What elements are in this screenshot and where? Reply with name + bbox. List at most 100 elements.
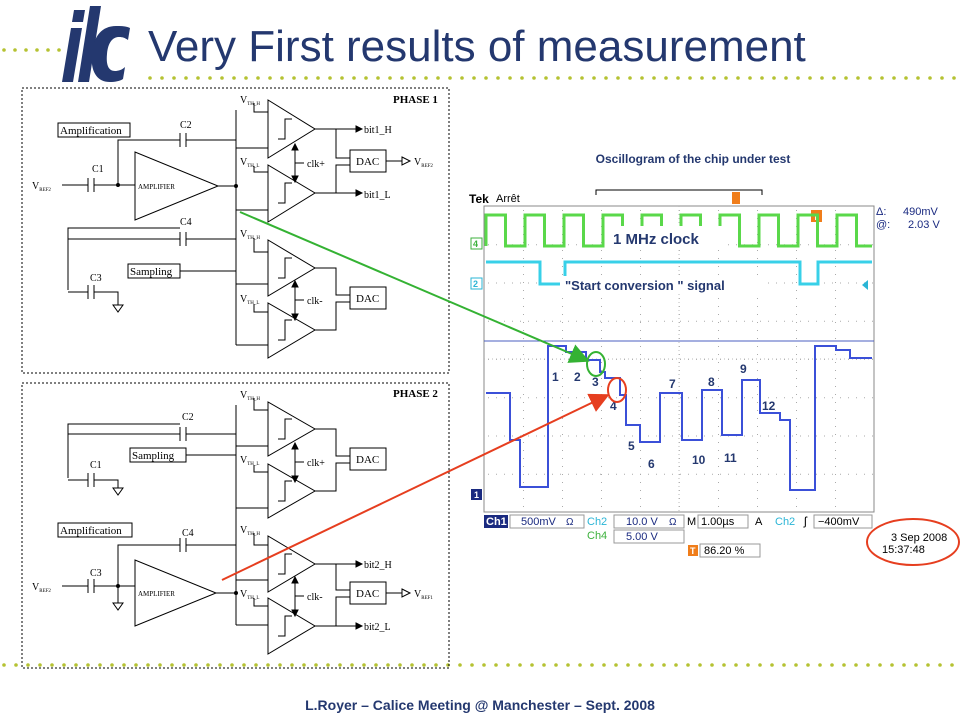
svg-text:DAC: DAC bbox=[356, 293, 379, 305]
trigger-level-readout bbox=[813, 514, 873, 529]
step-label-7: 7 bbox=[669, 377, 676, 391]
scope-date: 3 Sep 2008 bbox=[891, 532, 947, 544]
phase2-red-arrow bbox=[221, 393, 610, 581]
svg-text:Ω: Ω bbox=[669, 517, 677, 528]
phase2-vref-label: VREF2 bbox=[32, 582, 51, 594]
slide-footer: L.Royer – Calice Meeting @ Manchester – … bbox=[305, 697, 655, 713]
ch2-start-conversion-waveform bbox=[486, 260, 872, 286]
green-circle-marker bbox=[586, 351, 606, 377]
svg-text:VTH_L: VTH_L bbox=[240, 455, 259, 467]
phase1-clk-plus: clk+ bbox=[307, 159, 325, 170]
svg-text:Ch1: Ch1 bbox=[486, 516, 507, 528]
phase1-vref-label: VREF2 bbox=[32, 181, 51, 193]
step-label-6: 6 bbox=[648, 457, 655, 471]
ilc-logo bbox=[62, 6, 130, 82]
step-label-9: 9 bbox=[740, 362, 747, 376]
trigger-channel: Ch2 bbox=[775, 516, 795, 528]
phase2-amplification-text: Amplification bbox=[60, 525, 122, 537]
ch2-readout-label: Ch2 bbox=[587, 516, 607, 528]
step-label-12: 12 bbox=[762, 399, 776, 413]
cursor-delta-label: Δ: bbox=[876, 206, 886, 218]
phase1-bit-h: bit1_H bbox=[364, 125, 392, 136]
trigger-position-marker bbox=[732, 192, 740, 204]
svg-text:Ω: Ω bbox=[566, 517, 574, 528]
slide-title: Very First results of measurement bbox=[148, 22, 806, 71]
phase2-clk-plus: clk+ bbox=[307, 458, 325, 469]
phase1-amplification-text: Amplification bbox=[60, 125, 122, 137]
phase2-dac-top bbox=[349, 447, 387, 471]
phase1-bit-l: bit1_L bbox=[364, 190, 391, 201]
oscillogram-caption: Oscillogram of the chip under test bbox=[595, 152, 791, 166]
cursor-at-label: @: bbox=[876, 219, 890, 231]
red-circle-marker bbox=[607, 377, 627, 403]
phase2-amplification-box bbox=[57, 522, 133, 538]
phase2-vout-label: VREF1 bbox=[414, 589, 433, 601]
svg-text:500mV: 500mV bbox=[521, 516, 557, 528]
phase1-amplification-box bbox=[57, 122, 131, 138]
step-label-5: 5 bbox=[628, 439, 635, 453]
cursor-at-value: 2.03 V bbox=[908, 219, 940, 231]
timebase-label: M bbox=[687, 516, 696, 528]
phase1-sampling-text: Sampling bbox=[130, 266, 173, 278]
step-label-2: 2 bbox=[574, 370, 581, 384]
bottom-dot-line bbox=[2, 663, 954, 667]
step-label-1: 1 bbox=[552, 370, 559, 384]
phase2-c1-label: C1 bbox=[90, 460, 102, 471]
trigger-slope-icon: ʃ bbox=[803, 514, 808, 528]
date-circle-marker bbox=[866, 518, 960, 566]
start-label-bg bbox=[560, 276, 764, 294]
trigger-pos-marker bbox=[688, 545, 698, 556]
svg-text:−400mV: −400mV bbox=[818, 516, 860, 528]
phase1-c4-label: C4 bbox=[180, 217, 192, 228]
phase2-schematic: PHASE 2 C2 Sampling C1 VTH_H VTH_L clk+ … bbox=[21, 382, 450, 669]
phase2-c4-label: C4 bbox=[182, 528, 194, 539]
phase2-label: PHASE 2 bbox=[393, 388, 438, 400]
phase2-amplifier bbox=[134, 559, 218, 627]
phase1-hysteresis-icon-2 bbox=[278, 182, 292, 204]
svg-text:VTH_L: VTH_L bbox=[240, 589, 259, 601]
ch2-marker bbox=[470, 277, 483, 290]
phase1-clk-minus: clk- bbox=[307, 296, 323, 307]
phase1-dac-bottom bbox=[349, 286, 387, 310]
timebase-readout bbox=[697, 514, 749, 529]
step-label-8: 8 bbox=[708, 375, 715, 389]
phase2-c3-label: C3 bbox=[90, 568, 102, 579]
step-label-10: 10 bbox=[692, 453, 706, 467]
ch4-readout-label: Ch4 bbox=[587, 530, 607, 542]
phase1-amplifier-label: AMPLIFIER bbox=[138, 183, 175, 191]
phase2-frame bbox=[21, 382, 450, 669]
phase2-clk-minus: clk- bbox=[307, 592, 323, 603]
phase2-bit-l: bit2_L bbox=[364, 622, 391, 633]
svg-text:4: 4 bbox=[473, 239, 478, 249]
svg-text:1: 1 bbox=[474, 490, 479, 500]
phase2-bit-h: bit2_H bbox=[364, 560, 392, 571]
svg-text:DAC: DAC bbox=[356, 588, 379, 600]
top-dot-line bbox=[2, 48, 956, 80]
svg-text:10.0 V: 10.0 V bbox=[626, 516, 658, 528]
svg-text:86.20 %: 86.20 % bbox=[704, 545, 745, 557]
ch1-marker bbox=[471, 489, 482, 500]
phase2-c2-label: C2 bbox=[182, 412, 194, 423]
phase1-vth-l: VTH_L bbox=[240, 157, 259, 169]
phase1-frame bbox=[21, 87, 450, 374]
svg-text:VTH_L: VTH_L bbox=[240, 294, 259, 306]
phase2-amplifier-label: AMPLIFIER bbox=[138, 590, 175, 598]
scope-time: 15:37:48 bbox=[882, 544, 925, 556]
phase1-label: PHASE 1 bbox=[393, 94, 438, 106]
scope-brand: Tek bbox=[469, 192, 489, 206]
ch1-readout-badge bbox=[484, 515, 508, 528]
svg-text:2: 2 bbox=[473, 279, 478, 289]
phase1-hysteresis-icon bbox=[278, 118, 292, 140]
clock-label: 1 MHz clock bbox=[613, 231, 700, 248]
ch2-trigger-arrow bbox=[862, 280, 868, 290]
svg-text:DAC: DAC bbox=[356, 454, 379, 466]
step-label-4: 4 bbox=[610, 399, 617, 413]
acq-label: A bbox=[755, 516, 763, 528]
svg-text:1.00µs: 1.00µs bbox=[701, 516, 735, 528]
step-label-3: 3 bbox=[592, 375, 599, 389]
